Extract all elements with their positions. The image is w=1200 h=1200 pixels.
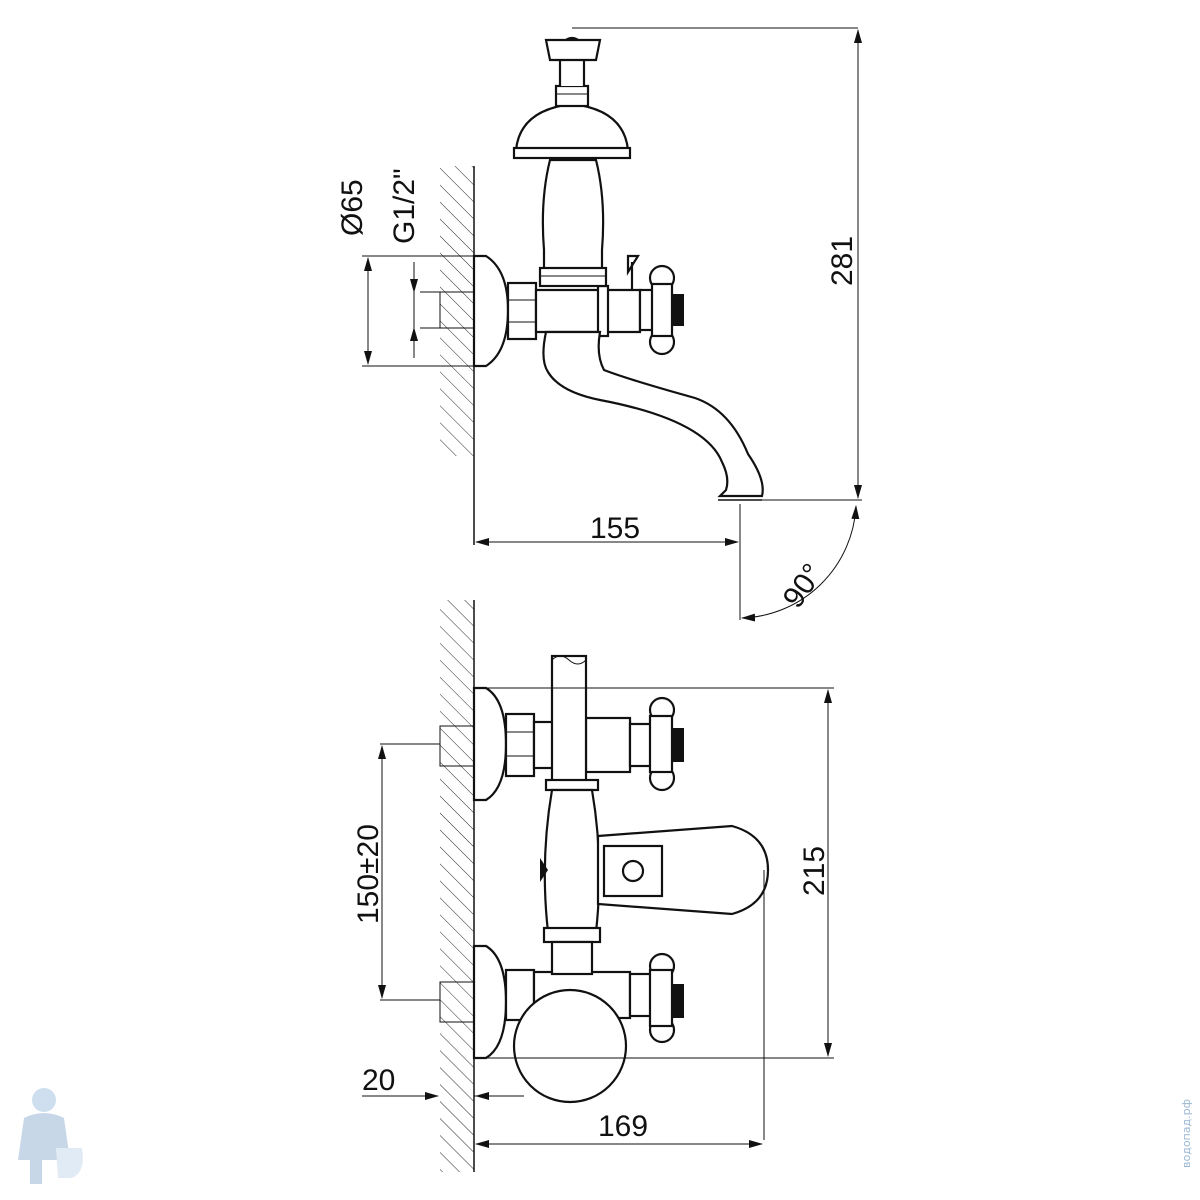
label-reach: 155 — [590, 512, 640, 545]
shower-holder-top — [541, 158, 605, 272]
spout-top — [542, 330, 764, 498]
cross-handle-top — [626, 254, 684, 356]
flange-lower-bottom — [472, 944, 508, 1060]
hex-nut-upper — [504, 712, 536, 778]
bottom-cap — [512, 988, 628, 1104]
front-view: 150±20 215 20 169 — [352, 600, 834, 1172]
label-angle: 90° — [777, 558, 830, 614]
wall-hatch-bottom — [440, 600, 474, 1172]
dim-arc-angle — [741, 505, 860, 622]
watermark-text: водопад.рф — [1180, 1099, 1193, 1168]
cross-handle-upper — [628, 696, 684, 792]
mixer-body-top — [534, 288, 642, 334]
cross-handle-lower — [628, 952, 684, 1044]
riser-pipe — [550, 654, 588, 788]
mascot-logo — [18, 1088, 83, 1184]
label-diameter: Ø65 — [336, 179, 369, 236]
side-view: Ø65 G1/2" 281 155 90° — [336, 27, 862, 622]
wall-hatch-top — [440, 166, 474, 456]
shower-head-top — [514, 102, 630, 152]
label-thread: G1/2" — [388, 168, 421, 244]
label-depth-front: 169 — [598, 1110, 648, 1143]
label-height-front: 215 — [798, 846, 831, 896]
hex-nut-top — [506, 281, 538, 341]
label-height-total: 281 — [826, 236, 859, 286]
flange-upper-bottom — [472, 686, 508, 802]
flange-top — [472, 254, 510, 368]
center-body — [543, 788, 601, 934]
label-center-distance: 150±20 — [352, 824, 385, 924]
label-wall-offset: 20 — [362, 1064, 395, 1097]
